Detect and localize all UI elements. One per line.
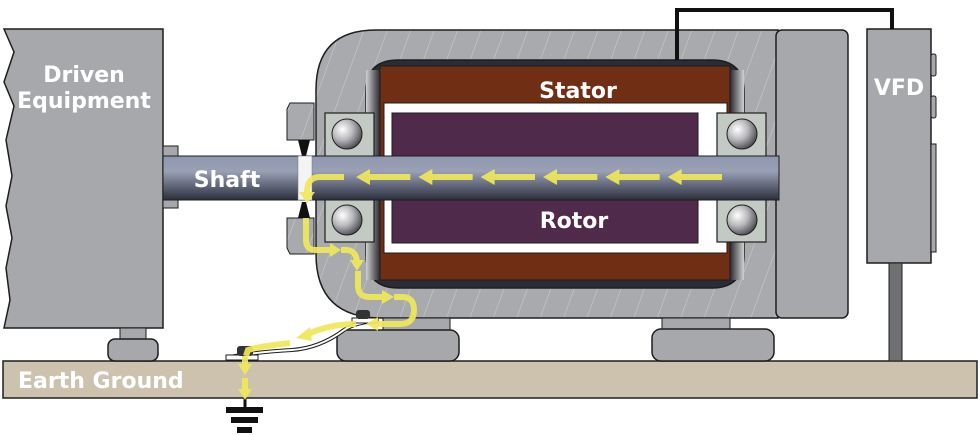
arrow-head-icon xyxy=(366,317,378,331)
arrow-head-icon xyxy=(480,169,495,185)
vfd-cable xyxy=(675,8,894,60)
vfd-label: VFD xyxy=(874,76,924,101)
bearing-ball-icon xyxy=(726,118,758,150)
arrow-head-icon xyxy=(296,327,312,341)
driven-equipment-label-line2: Equipment xyxy=(17,89,151,114)
rotor-label: Rotor xyxy=(540,209,609,234)
arrow-head-icon xyxy=(667,169,682,185)
driven-equipment-label-line1: Driven xyxy=(43,63,125,88)
vfd: VFD xyxy=(866,28,937,362)
earth-ground-plate: Earth Ground xyxy=(2,360,978,399)
arrow-head-icon xyxy=(543,169,557,185)
end-bell xyxy=(775,29,849,319)
arrow-head-icon xyxy=(605,169,620,185)
bearing-ball-icon xyxy=(331,204,363,236)
earth-ground-label: Earth Ground xyxy=(18,369,184,394)
ground-strap xyxy=(225,310,379,361)
arrow-head-icon xyxy=(382,290,394,304)
current-path xyxy=(238,169,722,400)
non-drive-end-bearings xyxy=(716,112,767,243)
stator-label: Stator xyxy=(539,79,617,104)
arrow-head-icon xyxy=(418,169,433,185)
motor-feet xyxy=(336,317,775,362)
arrow-head-icon xyxy=(238,389,252,400)
arrow-head-icon xyxy=(350,260,364,271)
drive-end-bearings xyxy=(324,112,375,243)
arrow-head-icon xyxy=(238,364,252,375)
arrow-head-icon xyxy=(299,192,315,203)
shaft-arrows xyxy=(356,169,722,185)
driven-equipment: Driven Equipment xyxy=(2,28,164,362)
arrow-head-icon xyxy=(356,169,370,185)
bearing-ball-icon xyxy=(331,118,363,150)
ground-symbol-icon xyxy=(226,398,263,433)
arrow-head-icon xyxy=(330,243,341,257)
shaft-label: Shaft xyxy=(194,168,261,193)
bearing-ball-icon xyxy=(726,204,758,236)
